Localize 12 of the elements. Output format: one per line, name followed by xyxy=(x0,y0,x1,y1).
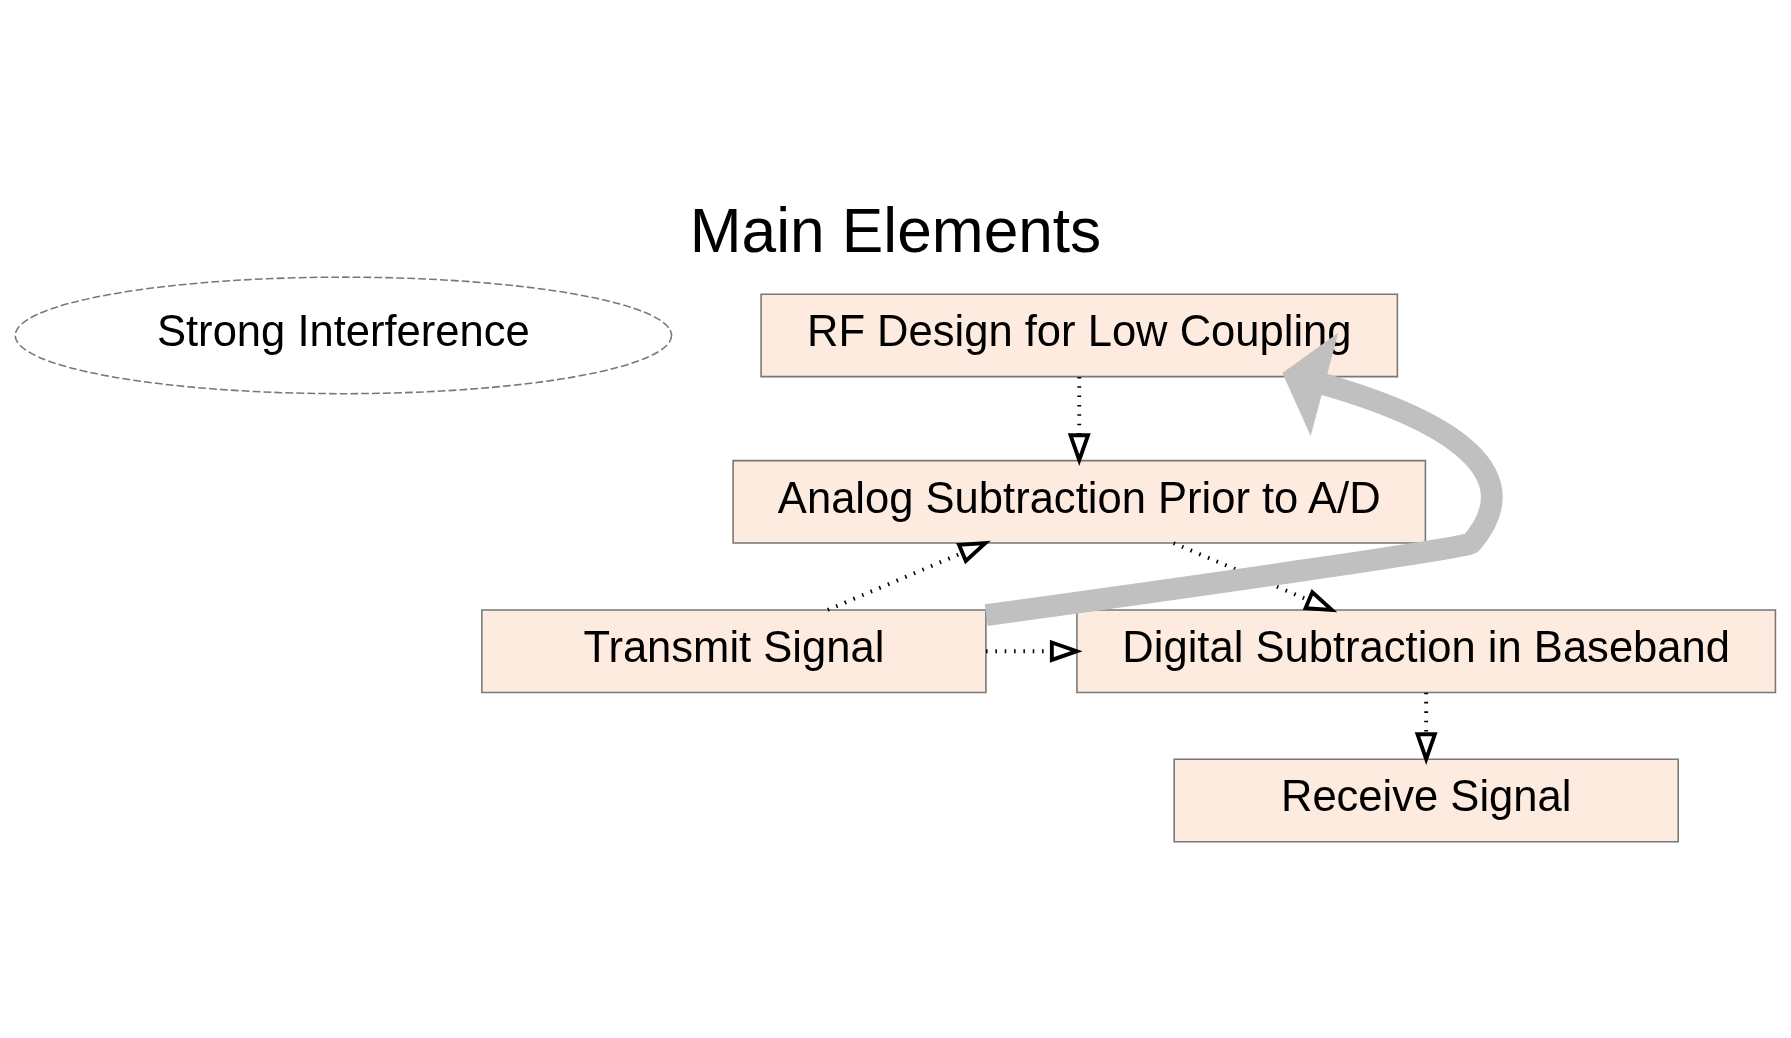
arrow xyxy=(1067,376,1091,467)
arrow xyxy=(827,540,991,612)
node-box: Digital Subtraction in Baseband xyxy=(1076,609,1777,694)
diagram-title: Main Elements xyxy=(689,196,1102,266)
node-box: RF Design for Low Coupling xyxy=(760,293,1399,378)
node-ellipse: Strong Interference xyxy=(14,276,673,395)
arrow xyxy=(1414,692,1438,765)
arrow xyxy=(984,332,1503,626)
arrow xyxy=(986,639,1083,663)
node-box: Receive Signal xyxy=(1173,758,1679,843)
node-box: Analog Subtraction Prior to A/D xyxy=(732,459,1427,544)
node-box: Transmit Signal xyxy=(481,609,987,694)
